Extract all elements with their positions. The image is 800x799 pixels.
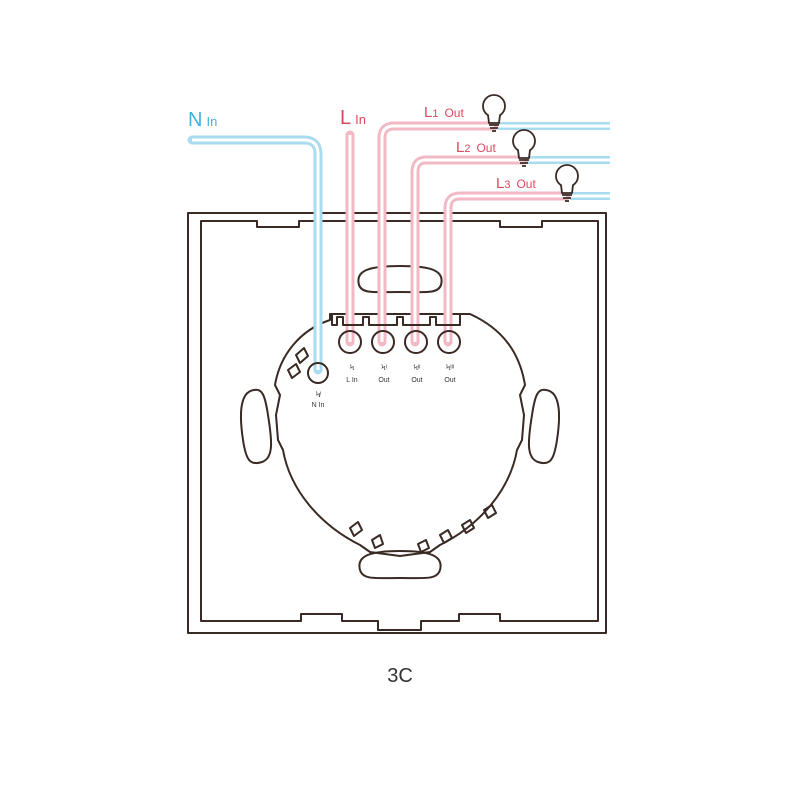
neutral-wire-core	[192, 138, 320, 370]
terminal-glyph: Ϟ̸	[316, 391, 321, 399]
switch-plate	[187, 212, 607, 634]
terminal-screw	[338, 330, 362, 354]
terminal-name: Out	[444, 377, 455, 384]
ring-notches	[287, 347, 497, 553]
live-wire-cores	[348, 124, 566, 342]
l2-out-wire-core	[413, 158, 524, 342]
neutral-terminal-screw	[307, 362, 329, 384]
slot-bottom	[358, 550, 442, 580]
neutral-wire-path	[187, 135, 323, 375]
slot-left	[239, 388, 273, 465]
ring-body	[274, 313, 526, 557]
terminal-name: L In	[346, 377, 358, 384]
terminal-glyph: Ϟ	[350, 365, 355, 372]
diagram-caption: 3C	[387, 665, 413, 687]
l3-out-wire	[443, 191, 571, 347]
terminal-glyph: Ϟᴵ	[381, 365, 387, 372]
neutral-wire	[187, 135, 323, 375]
slot-top	[357, 265, 443, 294]
light-bulb-icon	[555, 164, 579, 202]
terminal-housing	[331, 314, 461, 326]
load-wire-cores	[498, 124, 610, 198]
terminal-glyph: Ϟᴵᴵ	[414, 365, 421, 372]
terminal-glyph: Ϟᴵᴵᴵ	[446, 365, 454, 372]
l1-out-wire-core	[380, 124, 494, 342]
plate-outer	[187, 212, 607, 634]
terminal-name: Out	[411, 377, 422, 384]
terminal-name: Out	[378, 377, 389, 384]
terminal-name: N In	[312, 402, 325, 409]
neutral-wire-core-path	[192, 138, 320, 370]
light-bulb-icon	[482, 94, 506, 132]
slot-right	[527, 388, 561, 465]
terminal-screw	[371, 330, 395, 354]
mounting-ring	[239, 265, 561, 580]
terminal-screw	[404, 330, 428, 354]
plate-inner	[200, 220, 599, 631]
light-bulb-icon	[512, 129, 536, 167]
terminal-block	[307, 314, 461, 384]
l3-out-wire-core	[446, 194, 566, 342]
terminal-screw	[437, 330, 461, 354]
terminal-labels: Ϟ̸ N In Ϟ L In Ϟᴵ Out Ϟᴵᴵ Out Ϟᴵᴵᴵ Out	[312, 365, 456, 409]
